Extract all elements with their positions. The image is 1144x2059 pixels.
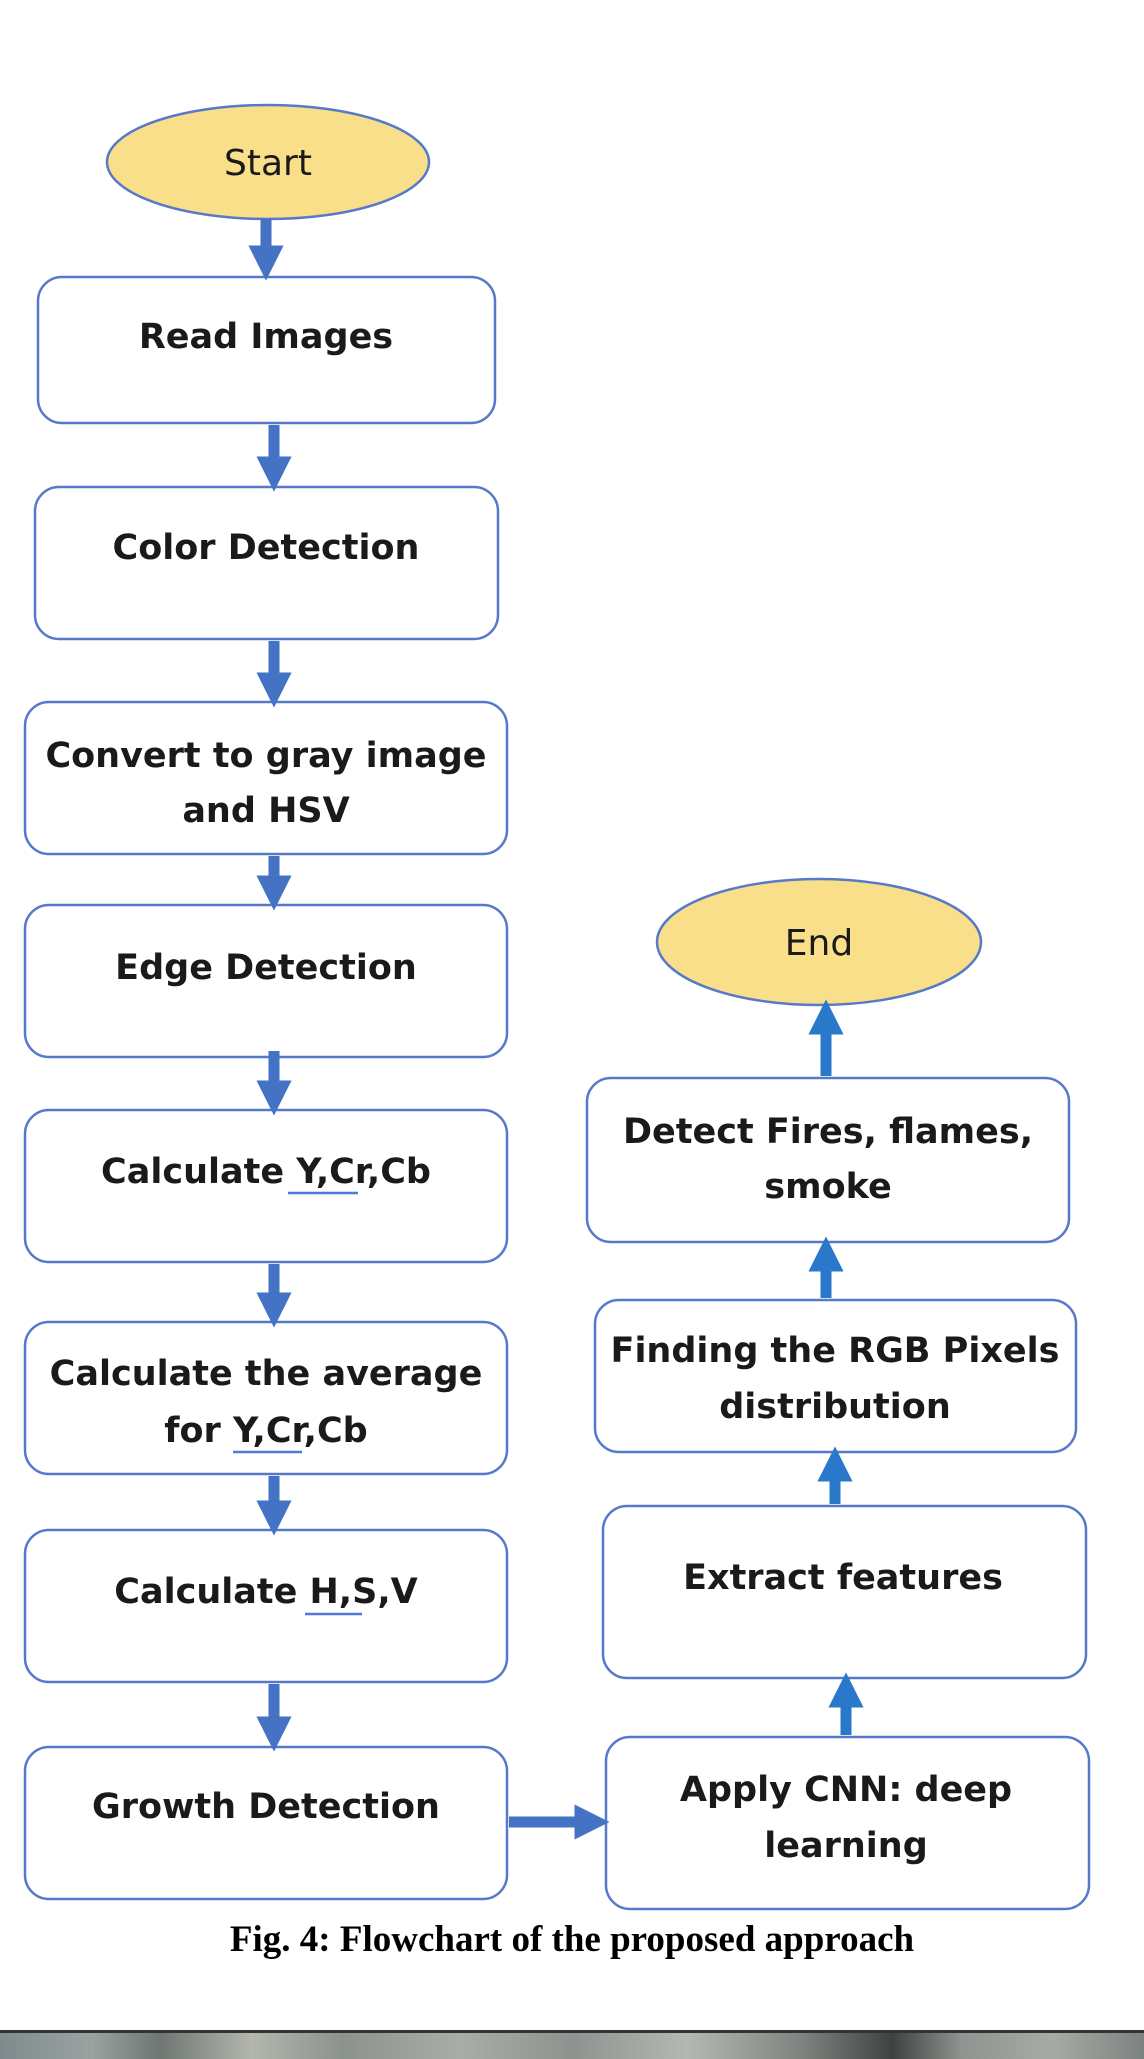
detect-label-line2: smoke	[764, 1167, 891, 1207]
cnn-label-line1: Apply CNN: deep	[680, 1770, 1012, 1810]
end-terminal: End	[655, 877, 983, 1007]
rgb-label-line2: distribution	[719, 1387, 951, 1427]
start-label: Start	[224, 143, 312, 184]
photo-strip	[0, 2030, 1144, 2059]
color-detection-box: Color Detection	[33, 485, 500, 641]
calculate-average-box: Calculate the average for Y,Cr,Cb	[23, 1320, 509, 1476]
extract-features-label: Extract features	[683, 1558, 1003, 1598]
read-images-box: Read Images	[36, 275, 497, 425]
cnn-label-line2: learning	[764, 1826, 928, 1866]
growth-detection-box: Growth Detection	[23, 1745, 509, 1901]
calculate-ycrcb-label: Calculate Y,Cr,Cb	[101, 1152, 431, 1192]
growth-detection-label: Growth Detection	[92, 1787, 440, 1827]
apply-cnn-box: Apply CNN: deep learning	[604, 1735, 1091, 1911]
calculate-ycrcb-box: Calculate Y,Cr,Cb	[23, 1108, 509, 1264]
detect-label-line1: Detect Fires, flames,	[623, 1112, 1033, 1152]
color-detection-label: Color Detection	[113, 528, 420, 568]
read-images-label: Read Images	[139, 317, 393, 357]
end-label: End	[785, 923, 853, 964]
rgb-label-line1: Finding the RGB Pixels	[611, 1331, 1060, 1371]
extract-features-box: Extract features	[601, 1504, 1088, 1680]
start-terminal: Start	[105, 103, 431, 221]
calculate-hsv-box: Calculate H,S,V	[23, 1528, 509, 1684]
average-label-line1: Calculate the average	[50, 1354, 483, 1394]
convert-label-line2: and HSV	[182, 791, 349, 831]
flowchart-diagram: Start Read Images Color Detection Conver…	[23, 103, 1091, 1911]
edge-detection-label: Edge Detection	[115, 948, 417, 988]
calculate-hsv-label: Calculate H,S,V	[114, 1572, 417, 1612]
figure-caption: Fig. 4: Flowchart of the proposed approa…	[229, 1919, 915, 1960]
average-label-line2: for Y,Cr,Cb	[164, 1411, 367, 1451]
edge-detection-box: Edge Detection	[23, 903, 509, 1059]
convert-label-line1: Convert to gray image	[45, 736, 486, 776]
convert-gray-hsv-box: Convert to gray image and HSV	[23, 700, 509, 856]
detect-fires-box: Detect Fires, flames, smoke	[585, 1076, 1071, 1244]
rgb-distribution-box: Finding the RGB Pixels distribution	[593, 1298, 1078, 1454]
